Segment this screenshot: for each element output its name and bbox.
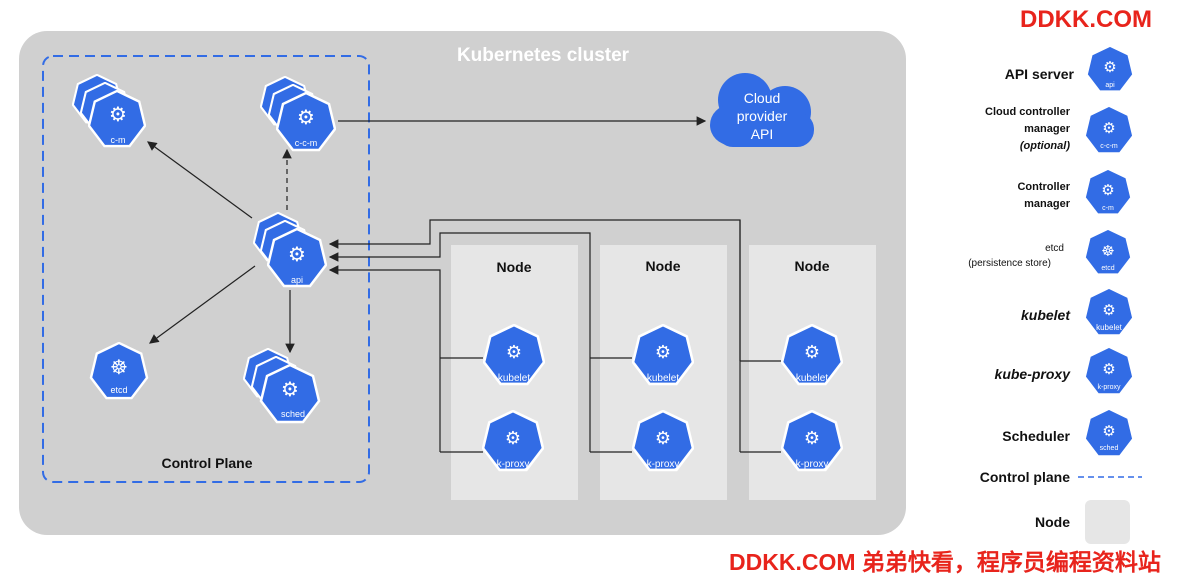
svg-text:⚙: ⚙ bbox=[1101, 182, 1114, 199]
svg-text:☸: ☸ bbox=[1101, 243, 1114, 260]
kubelet-label-node-2: kubelet bbox=[647, 373, 679, 384]
kubelet-icon-node-3: ⚙ kubelet bbox=[781, 324, 843, 386]
watermark-top: DDKK.COM bbox=[1020, 6, 1152, 33]
svg-text:⚙: ⚙ bbox=[506, 342, 522, 362]
kproxy-label-node-1: k-proxy bbox=[497, 459, 530, 470]
svg-text:⚙: ⚙ bbox=[288, 244, 306, 266]
svg-text:⚙: ⚙ bbox=[281, 379, 299, 401]
legend: API server ⚙ api Cloud controller manage… bbox=[968, 45, 1142, 544]
legend-node: Node bbox=[1035, 514, 1070, 530]
kubelet-icon-node-1: ⚙ kubelet bbox=[483, 324, 545, 386]
kproxy-icon-node-1: ⚙ k-proxy bbox=[482, 410, 544, 472]
kproxy-label-node-3: k-proxy bbox=[796, 459, 829, 470]
api-icon-label: api bbox=[291, 275, 303, 285]
cloud-text-1: Cloud bbox=[744, 90, 781, 106]
node-connectors bbox=[328, 219, 781, 453]
legend-etcd-line1: etcd bbox=[1045, 243, 1064, 254]
svg-text:⚙: ⚙ bbox=[1102, 302, 1115, 319]
legend-scheduler: Scheduler bbox=[1002, 428, 1070, 444]
kproxy-label-node-2: k-proxy bbox=[647, 459, 680, 470]
legend-node-swatch bbox=[1085, 500, 1130, 544]
controller-manager-icon: ⚙ c-m bbox=[72, 74, 146, 148]
kubelet-icon-node-2: ⚙ kubelet bbox=[632, 324, 694, 386]
legend-ccm-icon-label: c-c-m bbox=[1100, 143, 1118, 150]
legend-cm-line2: manager bbox=[1024, 198, 1071, 210]
kubelet-label-node-3: kubelet bbox=[796, 373, 828, 384]
cloud-provider-api: Cloud provider API bbox=[710, 73, 814, 147]
svg-text:⚙: ⚙ bbox=[655, 428, 671, 448]
svg-text:⚙: ⚙ bbox=[804, 342, 820, 362]
svg-text:⚙: ⚙ bbox=[1102, 423, 1115, 440]
svg-text:⚙: ⚙ bbox=[804, 428, 820, 448]
svg-text:⚙: ⚙ bbox=[1102, 120, 1115, 137]
cloud-text-2: provider bbox=[737, 108, 788, 124]
control-plane-boundary bbox=[42, 55, 370, 483]
ccm-icon-label: c-c-m bbox=[295, 138, 318, 148]
svg-text:⚙: ⚙ bbox=[109, 104, 127, 126]
control-plane-arrows bbox=[147, 116, 707, 354]
legend-api-server: API server bbox=[1005, 66, 1075, 82]
sched-icon-label: sched bbox=[281, 409, 305, 419]
legend-cm-line1: Controller bbox=[1017, 181, 1070, 193]
legend-etcd-icon-label: etcd bbox=[1101, 265, 1114, 272]
api-server-icon: ⚙ api bbox=[253, 212, 327, 288]
legend-api-icon-label: api bbox=[1105, 82, 1115, 89]
kproxy-icon-node-2: ⚙ k-proxy bbox=[632, 410, 694, 472]
node-title-2: Node bbox=[646, 258, 681, 274]
cloud-text-3: API bbox=[751, 126, 774, 142]
legend-ccm-line1: Cloud controller bbox=[985, 106, 1071, 118]
svg-text:⚙: ⚙ bbox=[1103, 59, 1116, 76]
scheduler-icon: ⚙ sched bbox=[243, 348, 321, 424]
legend-ccm-line3: (optional) bbox=[1020, 140, 1070, 152]
cm-icon-label: c-m bbox=[111, 135, 126, 145]
node-title-1: Node bbox=[497, 259, 532, 275]
kproxy-icon-node-3: ⚙ k-proxy bbox=[781, 410, 843, 472]
etcd-icon: ☸ etcd bbox=[89, 342, 149, 400]
cluster-title: Kubernetes cluster bbox=[457, 45, 630, 66]
legend-kube-proxy: kube-proxy bbox=[995, 366, 1072, 382]
svg-text:⚙: ⚙ bbox=[655, 342, 671, 362]
legend-etcd-line2: (persistence store) bbox=[968, 258, 1051, 269]
legend-kproxy-icon-label: k-proxy bbox=[1098, 384, 1121, 391]
legend-control-plane: Control plane bbox=[980, 469, 1070, 485]
legend-cm-icon-label: c-m bbox=[1102, 205, 1114, 212]
svg-text:⚙: ⚙ bbox=[297, 107, 315, 129]
watermark-bottom: DDKK.COM 弟弟快看，程序员编程资料站 bbox=[729, 549, 1161, 575]
legend-kubelet-icon-label: kubelet bbox=[1096, 323, 1123, 332]
svg-text:⚙: ⚙ bbox=[505, 428, 521, 448]
svg-text:⚙: ⚙ bbox=[1102, 361, 1115, 378]
svg-text:☸: ☸ bbox=[110, 357, 128, 379]
legend-ccm-line2: manager bbox=[1024, 123, 1071, 135]
legend-kubelet: kubelet bbox=[1021, 307, 1071, 323]
etcd-icon-label: etcd bbox=[110, 385, 127, 395]
node-title-3: Node bbox=[795, 258, 830, 274]
kubelet-label-node-1: kubelet bbox=[498, 373, 530, 384]
control-plane-label: Control Plane bbox=[161, 455, 252, 471]
legend-sched-icon-label: sched bbox=[1100, 445, 1119, 452]
cloud-controller-manager-icon: ⚙ c-c-m bbox=[260, 76, 336, 152]
